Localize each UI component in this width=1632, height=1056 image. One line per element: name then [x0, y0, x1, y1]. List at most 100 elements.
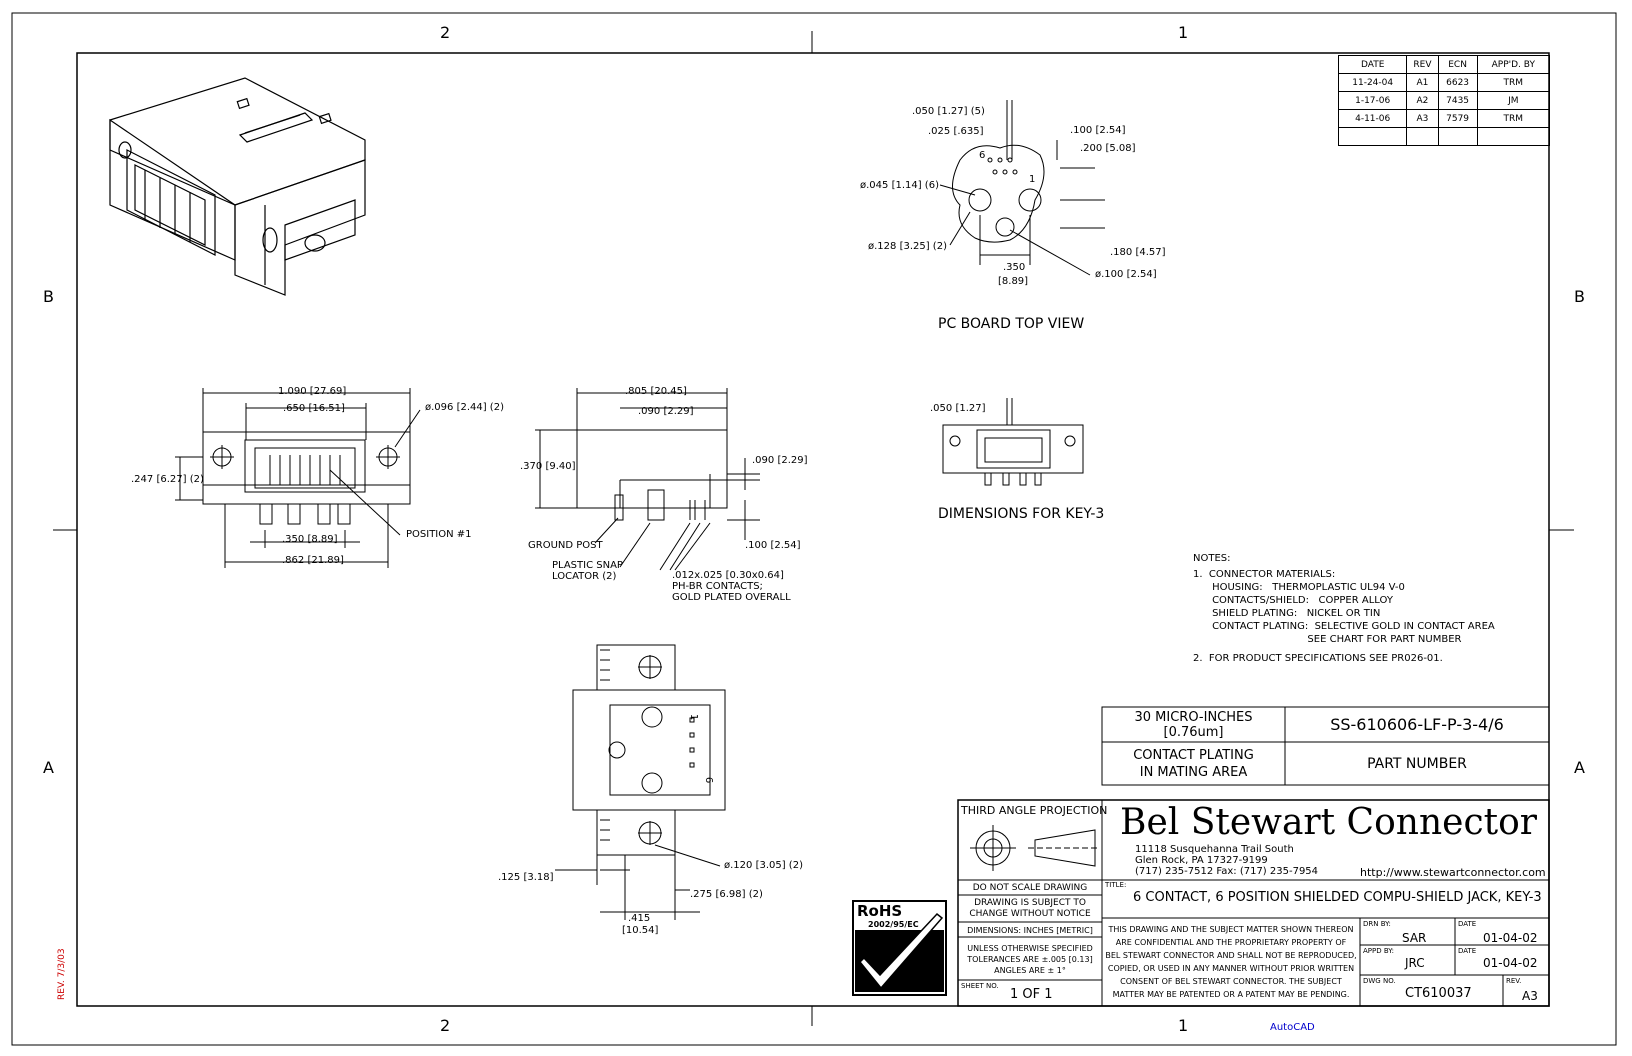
position-label: POSITION #1: [406, 529, 472, 540]
pcb-dim: ø.128 [3.25] (2): [868, 241, 947, 252]
bottom-dim: .125 [3.18]: [498, 872, 554, 883]
table-cell: 11-24-04: [1337, 73, 1408, 92]
revision-table: DATE REV ECN APP'D. BY 11-24-04 A1 6623 …: [1337, 55, 1551, 146]
part-number-value: SS-610606-LF-P-3-4/6: [1330, 715, 1504, 734]
side-dim: .370 [9.40]: [520, 461, 576, 472]
pcb-dim: .050 [1.27] (5): [912, 106, 985, 117]
revision-value: A3: [1522, 989, 1538, 1003]
front-dim: ø.096 [2.44] (2): [425, 402, 504, 413]
key3-view-title: DIMENSIONS FOR KEY-3: [938, 506, 1105, 522]
rohs-title: RoHS: [857, 902, 903, 920]
snap-locator-label: LOCATOR (2): [552, 571, 617, 582]
snap-locator-label: PLASTIC SNAP: [552, 560, 623, 571]
pcb-dim: .200 [5.08]: [1080, 143, 1136, 154]
bottom-dim: .415: [628, 913, 651, 924]
front-dim: .862 [21.89]: [282, 555, 344, 566]
pcb-dim: ø.045 [1.14] (6): [860, 180, 939, 191]
note-line: CONTACT PLATING: SELECTIVE GOLD IN CONTA…: [1193, 621, 1495, 632]
drawing-number-label: DWG NO.: [1363, 977, 1396, 985]
subject-change-note: DRAWING IS SUBJECT TO CHANGE WITHOUT NOT…: [969, 898, 1091, 919]
rohs-logo: RoHS 2002/95/EC: [852, 900, 947, 996]
zone-left-a: A: [43, 758, 54, 777]
table-cell: 1-17-06: [1337, 91, 1408, 110]
contact-label: PH-BR CONTACTS;: [672, 581, 763, 592]
table-cell: A2: [1406, 91, 1439, 110]
note-line: SHIELD PLATING: NICKEL OR TIN: [1193, 608, 1381, 619]
company-name: Bel Stewart Connector: [1120, 802, 1537, 843]
table-cell: JM: [1476, 91, 1551, 110]
approved-date-value: 01-04-02: [1483, 956, 1538, 970]
pcb-dim: .100 [2.54]: [1070, 125, 1126, 136]
part-number-header: PART NUMBER: [1367, 755, 1467, 772]
front-dim: .247 [6.27] (2): [131, 474, 204, 485]
key3-dim: .050 [1.27]: [930, 403, 986, 414]
side-dim: .100 [2.54]: [745, 540, 801, 551]
plating-value: 30 MICRO-INCHES [0.76um]: [1134, 709, 1253, 740]
pcb-view-title: PC BOARD TOP VIEW: [938, 316, 1085, 332]
bottom-pin-label: 6: [703, 776, 715, 784]
zone-bottom-2: 2: [440, 1016, 451, 1035]
bottom-pin-label: 1: [688, 713, 700, 721]
plating-header: CONTACT PLATING IN MATING AREA: [1133, 747, 1254, 780]
table-row: 1-17-06 A2 7435 JM: [1337, 91, 1551, 110]
table-row: [1337, 127, 1551, 146]
table-cell: [1437, 127, 1478, 146]
table-cell: [1406, 127, 1439, 146]
pcb-dim: ø.100 [2.54]: [1095, 269, 1157, 280]
drawn-by-value: SAR: [1402, 931, 1427, 945]
rev-col-appd: APP'D. BY: [1476, 55, 1551, 74]
front-dim: 1.090 [27.69]: [278, 386, 347, 397]
zone-right-a: A: [1574, 758, 1585, 777]
zone-right-b: B: [1574, 287, 1585, 306]
company-address-1: 11118 Susquehanna Trail South: [1135, 844, 1294, 855]
table-row: 4-11-06 A3 7579 TRM: [1337, 109, 1551, 128]
pcb-dim: .350: [1003, 262, 1026, 273]
table-cell: 7579: [1437, 109, 1478, 128]
note-line: 1. CONNECTOR MATERIALS:: [1193, 569, 1336, 580]
note-line: CONTACTS/SHIELD: COPPER ALLOY: [1193, 595, 1393, 606]
autocad-footer: AutoCAD: [1270, 1022, 1315, 1033]
pcb-pin-label: 6: [979, 150, 986, 161]
projection-label: THIRD ANGLE PROJECTION: [961, 804, 1108, 817]
bottom-dim: ø.120 [3.05] (2): [724, 860, 803, 871]
table-cell: A1: [1406, 73, 1439, 92]
table-row: 11-24-04 A1 6623 TRM: [1337, 73, 1551, 92]
zone-bottom-1: 1: [1178, 1016, 1189, 1035]
zone-left-b: B: [43, 287, 54, 306]
rev-col-rev: REV: [1406, 55, 1439, 74]
table-cell: [1337, 127, 1408, 146]
front-dim: .650 [16.51]: [283, 403, 345, 414]
tolerances-note: UNLESS OTHERWISE SPECIFIED TOLERANCES AR…: [967, 943, 1093, 975]
rohs-directive: 2002/95/EC: [868, 920, 919, 929]
date-label: DATE: [1458, 920, 1477, 928]
title-label: TITLE:: [1105, 881, 1127, 889]
revision-header-row: DATE REV ECN APP'D. BY: [1337, 55, 1551, 74]
rev-col-ecn: ECN: [1437, 55, 1478, 74]
side-dim: .090 [2.29]: [752, 455, 808, 466]
contact-label: .012x.025 [0.30x0.64]: [672, 570, 784, 581]
sheet-label: SHEET NO.: [961, 982, 999, 990]
note-line: 2. FOR PRODUCT SPECIFICATIONS SEE PR026-…: [1193, 653, 1443, 664]
rev-col-date: DATE: [1337, 55, 1408, 74]
company-address-2: Glen Rock, PA 17327-9199: [1135, 855, 1268, 866]
table-cell: A3: [1406, 109, 1439, 128]
approved-by-label: APPD BY:: [1363, 947, 1394, 955]
table-cell: TRM: [1476, 109, 1551, 128]
zone-top-1: 1: [1178, 23, 1189, 42]
table-cell: 4-11-06: [1337, 109, 1408, 128]
note-line: HOUSING: THERMOPLASTIC UL94 V-0: [1193, 582, 1405, 593]
bottom-dim: .275 [6.98] (2): [690, 889, 763, 900]
table-cell: 7435: [1437, 91, 1478, 110]
date-label: DATE: [1458, 947, 1477, 955]
pcb-pin-label: 1: [1029, 174, 1036, 185]
ground-post-label: GROUND POST: [528, 540, 603, 551]
confidential-notice: THIS DRAWING AND THE SUBJECT MATTER SHOW…: [1105, 925, 1357, 999]
company-phone: (717) 235-7512 Fax: (717) 235-7954: [1135, 866, 1319, 877]
side-dim: .805 [20.45]: [625, 386, 687, 397]
pcb-dim: .025 [.635]: [928, 126, 984, 137]
margin-revision-stamp: REV. 7/3/03: [57, 948, 67, 1000]
table-cell: 6623: [1437, 73, 1478, 92]
company-website: http://www.stewartconnector.com: [1360, 866, 1546, 879]
dimensions-note: DIMENSIONS: INCHES [METRIC]: [967, 925, 1093, 935]
front-dim: .350 [8.89]: [282, 534, 338, 545]
